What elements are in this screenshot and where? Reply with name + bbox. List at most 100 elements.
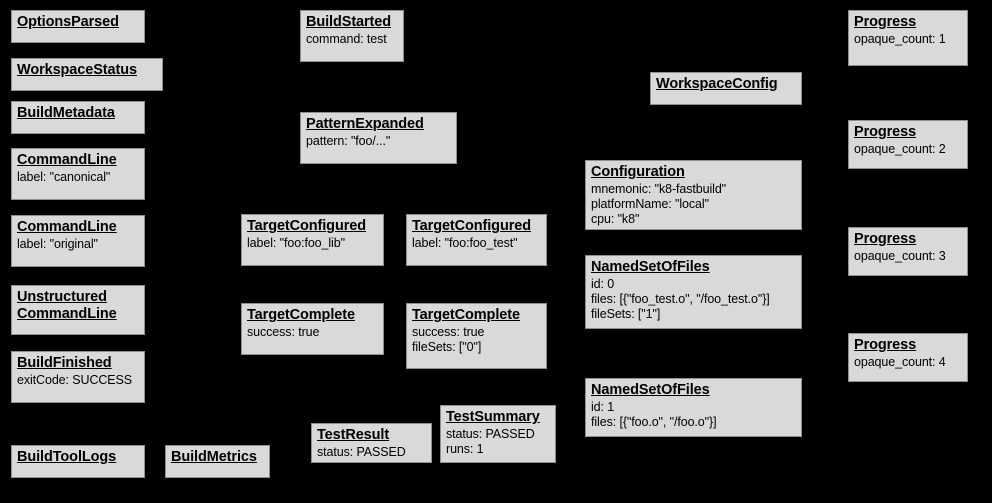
node-title: BuildToolLogs [17, 449, 139, 466]
node-title-line: CommandLine [17, 152, 117, 168]
node-field: files: [{"foo.o", "/foo.o"}] [591, 415, 717, 429]
node-field: status: PASSED [446, 427, 535, 441]
node-title: Configuration [591, 164, 796, 181]
node-field: opaque_count: 1 [854, 32, 946, 46]
node-title-line: TargetComplete [247, 307, 355, 323]
node-configuration[interactable]: Configuration mnemonic: "k8-fastbuild"pla… [585, 160, 802, 230]
node-workspace-status[interactable]: WorkspaceStatus [11, 58, 163, 91]
node-title-line: NamedSetOfFiles [591, 382, 710, 398]
node-fields: exitCode: SUCCESS [17, 373, 139, 388]
node-fields: status: PASSED [317, 445, 426, 460]
node-fields: command: test [306, 32, 398, 47]
node-field: opaque_count: 4 [854, 355, 946, 369]
node-field: label: "canonical" [17, 170, 111, 184]
node-field: platformName: "local" [591, 197, 709, 211]
node-title-line: NamedSetOfFiles [591, 259, 710, 275]
node-progress-4[interactable]: Progress opaque_count: 4 [848, 333, 968, 382]
node-field: success: true [247, 325, 320, 339]
node-target-complete-lib[interactable]: TargetComplete success: true [241, 303, 384, 355]
node-title-line: BuildMetadata [17, 105, 115, 121]
node-options-parsed[interactable]: OptionsParsed [11, 10, 145, 43]
node-command-line-original[interactable]: CommandLine label: "original" [11, 215, 145, 267]
node-title: NamedSetOfFiles [591, 259, 796, 276]
node-build-metrics[interactable]: BuildMetrics [165, 445, 270, 478]
node-title: Progress [854, 337, 962, 354]
node-fields: opaque_count: 4 [854, 355, 962, 370]
node-field: command: test [306, 32, 387, 46]
node-field: opaque_count: 3 [854, 249, 946, 263]
node-field: files: [{"foo_test.o", "/foo_test.o"}] [591, 292, 770, 306]
node-title: BuildMetadata [17, 105, 139, 122]
node-title-line: Configuration [591, 164, 685, 180]
node-title-line: TargetConfigured [247, 218, 366, 234]
node-build-finished[interactable]: BuildFinished exitCode: SUCCESS [11, 351, 145, 403]
node-title-line: WorkspaceConfig [656, 76, 778, 92]
node-title: Progress [854, 124, 962, 141]
node-title: Progress [854, 231, 962, 248]
node-fields: label: "foo:foo_lib" [247, 236, 378, 251]
node-field: fileSets: ["1"] [591, 307, 661, 321]
node-test-result[interactable]: TestResult status: PASSED [311, 423, 432, 463]
node-fields: mnemonic: "k8-fastbuild"platformName: "l… [591, 182, 796, 227]
node-title-line: CommandLine [17, 306, 117, 322]
node-command-line-canonical[interactable]: CommandLine label: "canonical" [11, 148, 145, 200]
node-field: opaque_count: 2 [854, 142, 946, 156]
node-title: WorkspaceConfig [656, 76, 796, 93]
node-title-line: BuildToolLogs [17, 449, 117, 465]
node-title: TargetConfigured [412, 218, 541, 235]
node-field: cpu: "k8" [591, 212, 640, 226]
node-title-line: BuildFinished [17, 355, 112, 371]
node-fields: label: "canonical" [17, 170, 139, 185]
node-fields: opaque_count: 2 [854, 142, 962, 157]
node-title-line: TestSummary [446, 409, 540, 425]
node-title-line: TargetConfigured [412, 218, 531, 234]
node-field: id: 0 [591, 277, 615, 291]
node-title-line: Progress [854, 337, 917, 353]
node-title-line: Unstructured [17, 289, 107, 305]
node-fields: label: "foo:foo_test" [412, 236, 541, 251]
node-field: success: true [412, 325, 485, 339]
node-title: TargetConfigured [247, 218, 378, 235]
node-title-line: WorkspaceStatus [17, 62, 137, 78]
node-title-line: OptionsParsed [17, 14, 119, 30]
node-target-configured-foo-test[interactable]: TargetConfigured label: "foo:foo_test" [406, 214, 547, 266]
node-title-line: PatternExpanded [306, 116, 424, 132]
node-title: TestResult [317, 427, 426, 444]
node-field: mnemonic: "k8-fastbuild" [591, 182, 727, 196]
node-title: WorkspaceStatus [17, 62, 157, 79]
node-title: BuildMetrics [171, 449, 264, 466]
node-build-tool-logs[interactable]: BuildToolLogs [11, 445, 145, 478]
node-title: BuildFinished [17, 355, 139, 372]
node-field: pattern: "foo/..." [306, 134, 391, 148]
node-field: label: "original" [17, 237, 98, 251]
node-title-line: TestResult [317, 427, 390, 443]
node-title: OptionsParsed [17, 14, 139, 31]
node-build-metadata[interactable]: BuildMetadata [11, 101, 145, 134]
node-workspace-config[interactable]: WorkspaceConfig [650, 72, 802, 105]
node-field: fileSets: ["0"] [412, 340, 482, 354]
node-target-configured-foo-lib[interactable]: TargetConfigured label: "foo:foo_lib" [241, 214, 384, 266]
node-fields: opaque_count: 1 [854, 32, 962, 47]
node-title: NamedSetOfFiles [591, 382, 796, 399]
node-title: TestSummary [446, 409, 550, 426]
node-fields: success: true [247, 325, 378, 340]
node-title: BuildStarted [306, 14, 398, 31]
node-pattern-expanded[interactable]: PatternExpanded pattern: "foo/..." [300, 112, 457, 164]
node-title: TargetComplete [412, 307, 541, 324]
node-title-line: CommandLine [17, 219, 117, 235]
node-field: status: PASSED [317, 445, 406, 459]
node-field: runs: 1 [446, 442, 484, 456]
node-title-line: BuildMetrics [171, 449, 257, 465]
